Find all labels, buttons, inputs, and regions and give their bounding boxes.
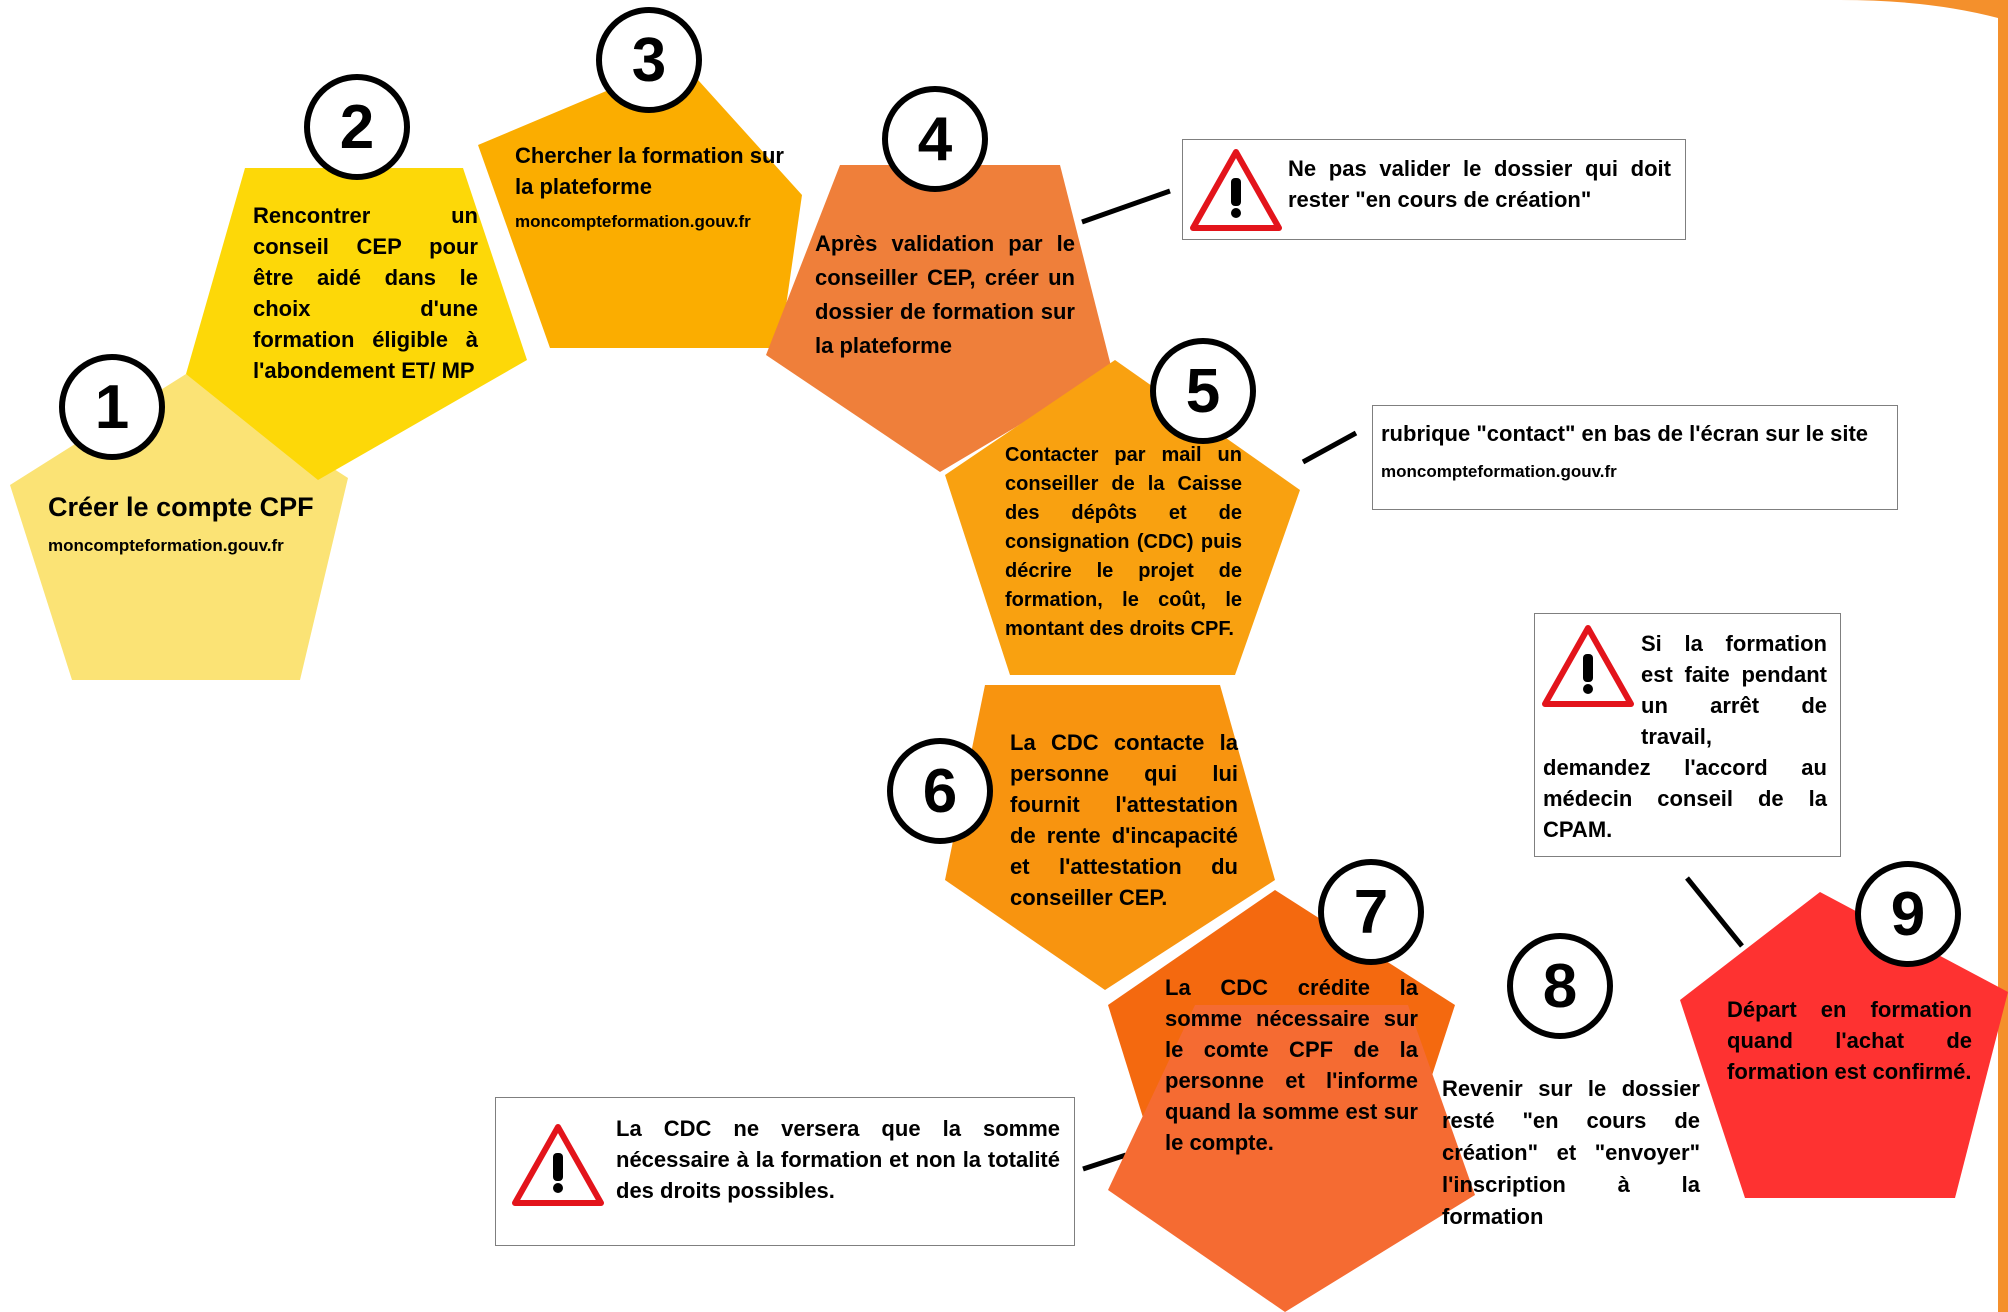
step-6-pentagon — [945, 685, 1275, 990]
step-5-text: Contacter par mail un conseiller de la C… — [1005, 444, 1242, 640]
step-7-warning-note: La CDC ne versera que la somme nécessair… — [495, 1097, 1075, 1246]
step-4-pentagon — [766, 165, 1112, 472]
warning-triangle-icon — [1542, 625, 1634, 707]
step-4-text: Après validation par le conseiller CEP, … — [815, 231, 1075, 358]
warning-triangle-icon — [1190, 149, 1282, 231]
warning-triangle-icon — [512, 1124, 604, 1206]
step-9-text: Départ en formation quand l'achat de for… — [1727, 997, 1972, 1084]
step-1-number: 1 — [59, 354, 165, 460]
connector-step7-note — [1082, 1152, 1127, 1172]
step-3-pentagon — [478, 60, 802, 348]
step-1-title: Créer le compte CPF — [48, 492, 314, 522]
step-3-number: 3 — [596, 7, 702, 113]
step-2-pentagon — [186, 168, 527, 480]
step-2-number: 2 — [304, 74, 410, 180]
step-5-note-text: rubrique "contact" en bas de l'écran sur… — [1381, 421, 1869, 446]
step-1-url: moncompteformation.gouv.fr — [48, 536, 284, 555]
step-6-text: La CDC contacte la personne qui lui four… — [1010, 730, 1238, 910]
step-9-warning-note: Si la formation est faite pendant un arr… — [1534, 613, 1841, 857]
step-5-contact-note: rubrique "contact" en bas de l'écran sur… — [1372, 405, 1898, 510]
step-1-content: Créer le compte CPF moncompteformation.g… — [48, 487, 318, 565]
step-9-note-text-beside: Si la formation est faite pendant un arr… — [1641, 631, 1827, 749]
step-9-pentagon — [1680, 892, 2008, 1198]
step-2-text: Rencontrer un conseil CEP pour être aidé… — [253, 203, 478, 383]
connector-step5-note — [1301, 430, 1358, 465]
connector-step9-note — [1685, 876, 1744, 948]
step-4-warning-note: Ne pas valider le dossier qui doit reste… — [1182, 139, 1686, 240]
step-8-number: 8 — [1507, 933, 1613, 1039]
step-4-number: 4 — [882, 86, 988, 192]
step-8-pentagon — [1108, 1005, 1475, 1312]
step-7-text: La CDC crédite la somme nécessaire sur l… — [1165, 975, 1418, 1155]
step-9-note-text-below: demandez l'accord au médecin conseil de … — [1543, 755, 1827, 842]
step-3-title: Chercher la formation sur la plateforme — [515, 143, 784, 199]
step-5-number: 5 — [1150, 338, 1256, 444]
step-8-text: Revenir sur le dossier resté "en cours d… — [1442, 1076, 1700, 1229]
step-7-number: 7 — [1318, 859, 1424, 965]
step-9-number: 9 — [1855, 861, 1961, 967]
step-5-note-url: moncompteformation.gouv.fr — [1381, 462, 1617, 481]
step-3-content: Chercher la formation sur la plateforme … — [515, 140, 800, 242]
step-3-url: moncompteformation.gouv.fr — [515, 212, 751, 231]
step-6-number: 6 — [887, 738, 993, 844]
step-7-note-text: La CDC ne versera que la somme nécessair… — [616, 1116, 1060, 1203]
connector-step4-note — [1081, 188, 1171, 225]
step-4-note-text: Ne pas valider le dossier qui doit reste… — [1288, 156, 1671, 212]
